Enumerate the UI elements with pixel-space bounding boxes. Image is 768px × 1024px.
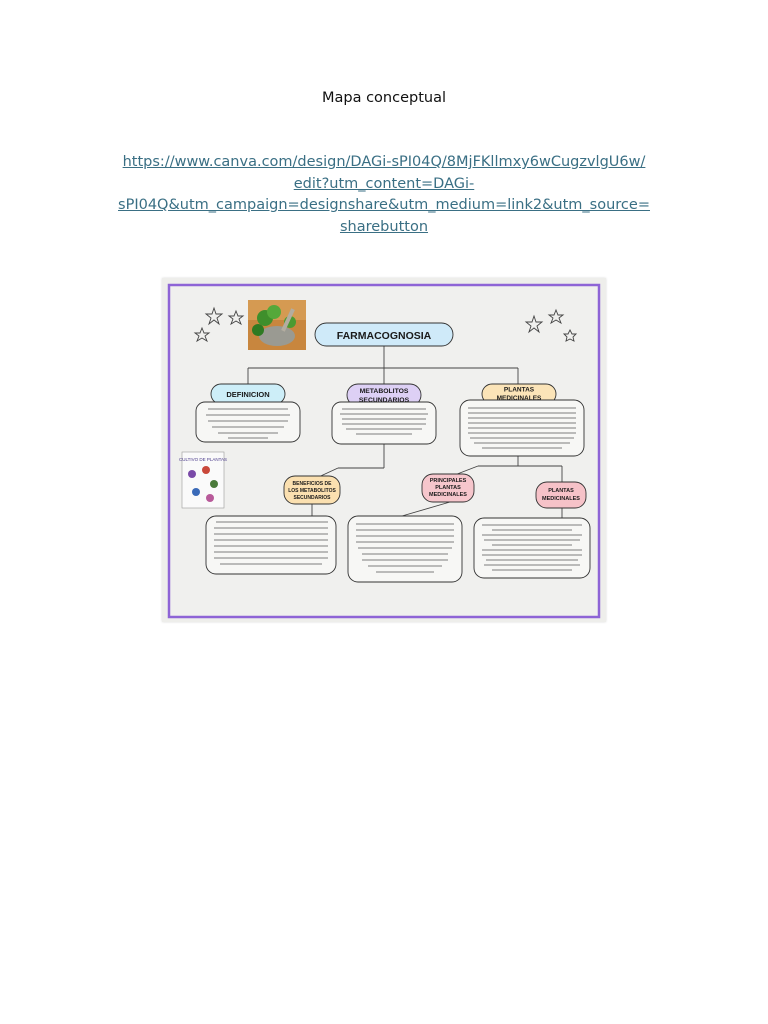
svg-text:PLANTAS: PLANTAS — [435, 485, 461, 491]
svg-text:MEDICINALES: MEDICINALES — [542, 496, 580, 502]
svg-text:SECUNDARIOS: SECUNDARIOS — [294, 495, 332, 501]
svg-text:MEDICINALES: MEDICINALES — [429, 492, 467, 498]
page-title: Mapa conceptual — [0, 90, 768, 106]
svg-text:METABOLITOS: METABOLITOS — [360, 388, 409, 395]
plantas-2-text-box — [474, 518, 590, 578]
svg-text:LOS METABOLITOS: LOS METABOLITOS — [288, 488, 336, 494]
svg-text:BENEFICIOS DE: BENEFICIOS DE — [293, 481, 333, 487]
book-cover-text: CULTIVO DE PLANTAS — [179, 457, 227, 462]
svg-text:PLANTAS: PLANTAS — [504, 387, 535, 394]
link-line[interactable]: https://www.canva.com/design/DAGi-sPI04Q… — [104, 152, 664, 174]
metabolitos-text-box — [332, 402, 436, 444]
book-cover-image: CULTIVO DE PLANTAS — [179, 452, 227, 508]
link-line[interactable]: sPI04Q&utm_campaign=designshare&utm_medi… — [104, 195, 664, 217]
root-node-label: FARMACOGNOSIA — [337, 330, 432, 342]
concept-map-image: CULTIVO DE PLANTAS — [162, 278, 606, 622]
definicion-text-box — [196, 402, 300, 442]
node-definicion-label: DEFINICION — [226, 390, 269, 399]
svg-text:PLANTAS: PLANTAS — [548, 488, 574, 494]
link-line[interactable]: sharebutton — [104, 217, 664, 239]
svg-text:PRINCIPALES: PRINCIPALES — [430, 478, 467, 484]
link-line[interactable]: edit?utm_content=DAGi- — [104, 174, 664, 196]
node-plantas-2 — [536, 482, 586, 508]
canva-design-link[interactable]: https://www.canva.com/design/DAGi-sPI04Q… — [104, 152, 664, 238]
herb-mortar-photo — [248, 300, 306, 350]
beneficios-text-box — [206, 516, 336, 574]
